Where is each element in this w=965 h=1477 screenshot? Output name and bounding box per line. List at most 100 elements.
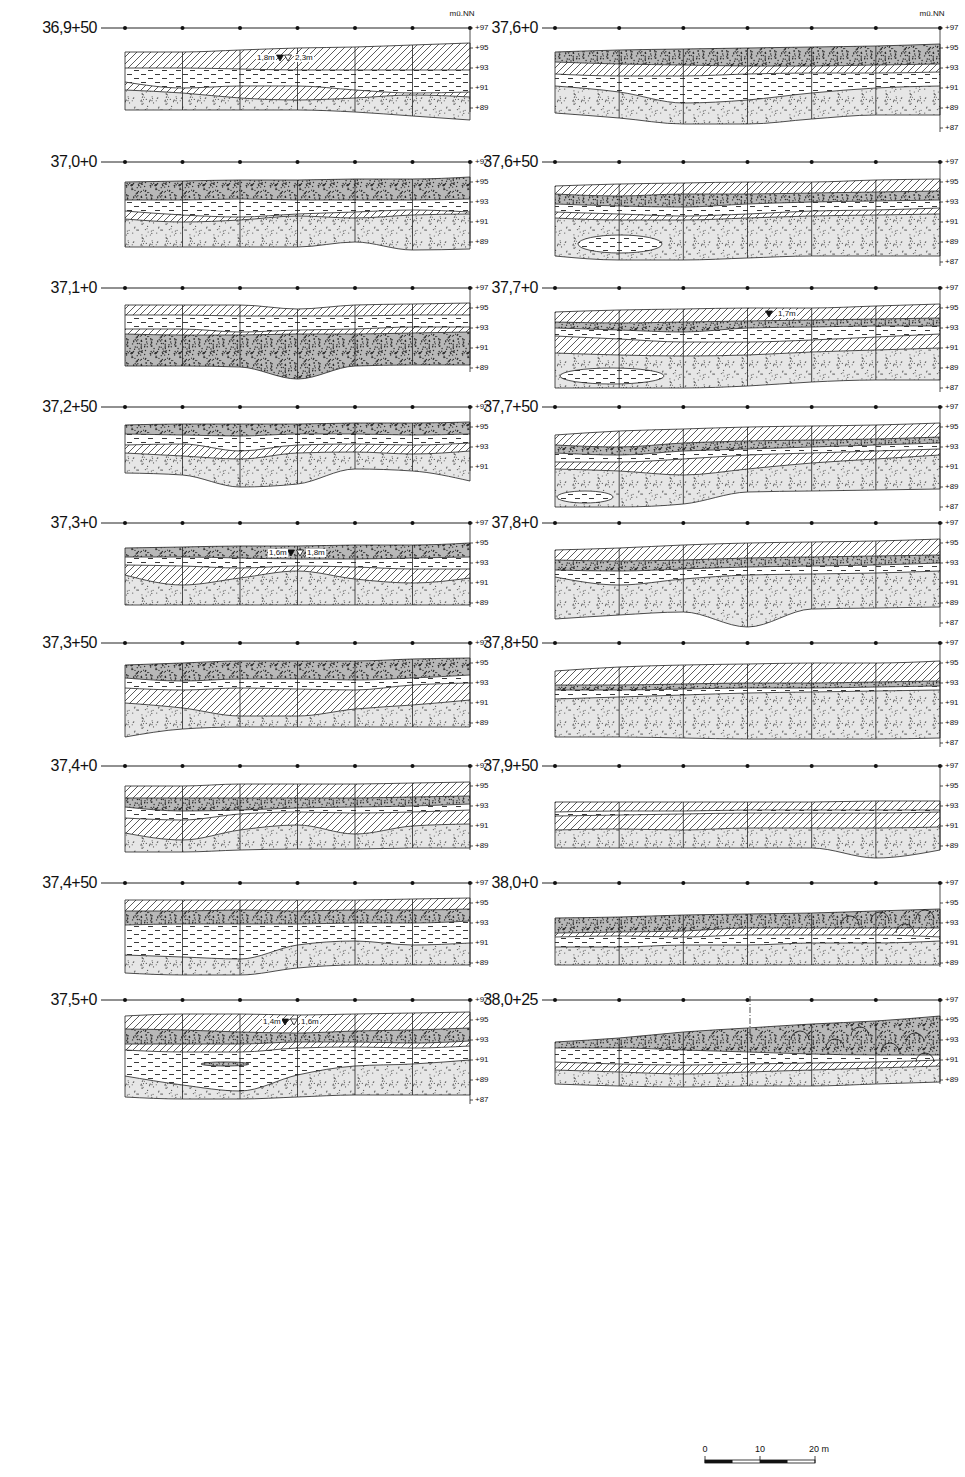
borehole-line <box>747 914 748 965</box>
elevation-tick: +95 <box>475 1016 489 1024</box>
datum-line <box>542 1000 940 1001</box>
borehole-line <box>297 546 298 605</box>
fill-symbol <box>896 924 914 933</box>
elevation-tick-mark <box>470 182 473 183</box>
station-label: 37,8+0 <box>492 515 538 531</box>
elevation-tick-mark <box>940 643 943 644</box>
station-label: 37,8+50 <box>483 635 538 651</box>
borehole-dot <box>810 405 814 409</box>
borehole-dot <box>181 160 185 164</box>
elevation-tick-mark <box>470 543 473 544</box>
soil-profile <box>542 881 943 967</box>
borehole-line <box>555 52 556 113</box>
elevation-tick-mark <box>470 723 473 724</box>
elevation-tick: +87 <box>475 1096 489 1104</box>
elevation-tick-mark <box>470 786 473 787</box>
fill-symbol <box>791 1031 809 1040</box>
datum-line <box>542 162 940 163</box>
elevation-tick: +95 <box>945 539 959 547</box>
borehole-line <box>683 183 684 260</box>
elevation-tick-mark <box>940 487 943 488</box>
elevation-tick: +91 <box>945 579 959 587</box>
datum-line <box>101 407 470 408</box>
borehole-dot <box>874 764 878 768</box>
elevation-tick-mark <box>470 368 473 369</box>
datum-line <box>542 288 940 289</box>
marker-line <box>750 996 751 1040</box>
elevation-tick: +93 <box>945 198 959 206</box>
elevation-scale <box>470 28 471 112</box>
borehole-dot <box>238 764 242 768</box>
station-label: 37,4+0 <box>51 758 97 774</box>
borehole-dot <box>810 998 814 1002</box>
borehole-dot <box>874 521 878 525</box>
borehole-line <box>875 46 876 115</box>
elevation-tick-mark <box>940 68 943 69</box>
elevation-tick: +89 <box>945 483 959 491</box>
station-label: 37,7+0 <box>492 280 538 296</box>
elevation-tick: +91 <box>945 218 959 226</box>
borehole-line <box>125 425 126 473</box>
borehole-line <box>875 306 876 380</box>
borehole-dot <box>553 998 557 1002</box>
borehole-dot <box>411 998 415 1002</box>
borehole-dot <box>874 405 878 409</box>
borehole-dot <box>810 521 814 525</box>
elevation-scale <box>470 643 471 727</box>
elevation-tick: +97 <box>945 403 959 411</box>
soil-profile <box>542 764 943 858</box>
borehole-line <box>811 802 812 848</box>
borehole-line <box>683 915 684 965</box>
borehole-line <box>412 179 413 250</box>
elevation-tick-mark <box>470 923 473 924</box>
borehole-line <box>412 1013 413 1095</box>
elevation-tick: +93 <box>945 919 959 927</box>
elevation-tick: +97 <box>945 158 959 166</box>
borehole-dot <box>553 641 557 645</box>
borehole-line <box>412 783 413 848</box>
elevation-tick: +89 <box>945 719 959 727</box>
elevation-tick: +93 <box>475 198 489 206</box>
borehole-line <box>875 911 876 965</box>
elevation-tick: +89 <box>475 1076 489 1084</box>
borehole-dot <box>296 641 300 645</box>
borehole-dot <box>353 521 357 525</box>
elevation-tick: +95 <box>945 782 959 790</box>
elevation-scale <box>940 523 941 627</box>
soil-lens <box>578 235 662 253</box>
water-level: 1,4m <box>262 1018 282 1026</box>
borehole-dot <box>874 286 878 290</box>
elevation-tick: +97 <box>475 284 489 292</box>
elevation-tick-mark <box>940 806 943 807</box>
borehole-dot <box>746 764 750 768</box>
elevation-scale <box>470 162 471 246</box>
elevation-tick-mark <box>940 703 943 704</box>
borehole-line <box>555 550 556 619</box>
borehole-dot <box>238 881 242 885</box>
datum-line <box>101 1000 470 1001</box>
borehole-dot <box>411 26 415 30</box>
elevation-tick: +95 <box>945 304 959 312</box>
elevation-tick-mark <box>940 543 943 544</box>
elevation-tick-mark <box>940 1080 943 1081</box>
elevation-tick-mark <box>470 162 473 163</box>
scale-label: 0 <box>702 1445 707 1454</box>
elevation-tick-mark <box>940 683 943 684</box>
elevation-tick: +97 <box>945 24 959 32</box>
soil-profile <box>101 286 473 379</box>
borehole-line <box>240 180 241 247</box>
borehole-line <box>297 661 298 727</box>
borehole-dot <box>553 405 557 409</box>
elevation-tick: +91 <box>945 84 959 92</box>
borehole-dot <box>123 998 127 1002</box>
elevation-tick: +89 <box>475 719 489 727</box>
borehole-dot <box>296 881 300 885</box>
elevation-tick: +89 <box>945 842 959 850</box>
borehole-dot <box>617 160 621 164</box>
borehole-line <box>182 52 183 110</box>
elevation-tick-mark <box>470 68 473 69</box>
borehole-dot <box>353 26 357 30</box>
layer-boundary <box>555 848 940 858</box>
fill-symbol <box>906 1033 924 1042</box>
borehole-line <box>240 305 241 367</box>
